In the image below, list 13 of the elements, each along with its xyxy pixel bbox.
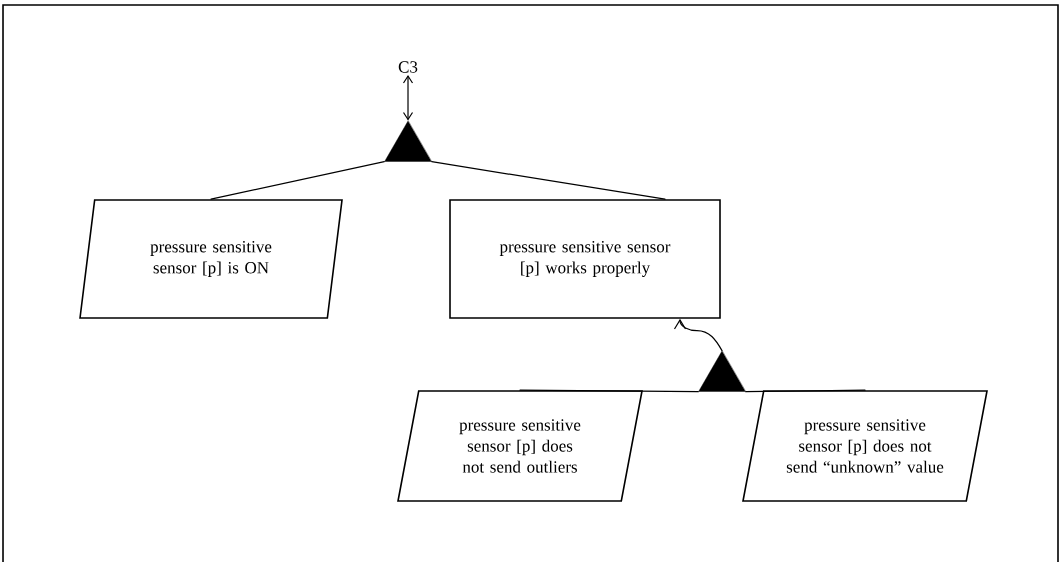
connector — [745, 389, 866, 393]
expectation-parallelogram: pressure sensitive sensor [p] does not send outliers — [397, 390, 643, 502]
connector — [519, 389, 699, 393]
connector — [402, 74, 414, 121]
refinement-triangle — [698, 350, 746, 392]
expectation-parallelogram: pressure sensitive sensor [p] does not send “unknown” value — [742, 390, 988, 502]
connector — [210, 161, 385, 200]
refinement-triangle — [384, 120, 432, 162]
connector — [431, 161, 666, 200]
expectation-parallelogram: pressure sensitive sensor [p] is ON — [79, 199, 343, 319]
connector — [673, 318, 723, 352]
goal-box: pressure sensitive sensor [p] works properly — [449, 199, 721, 319]
connector-label: C3 — [398, 61, 418, 73]
